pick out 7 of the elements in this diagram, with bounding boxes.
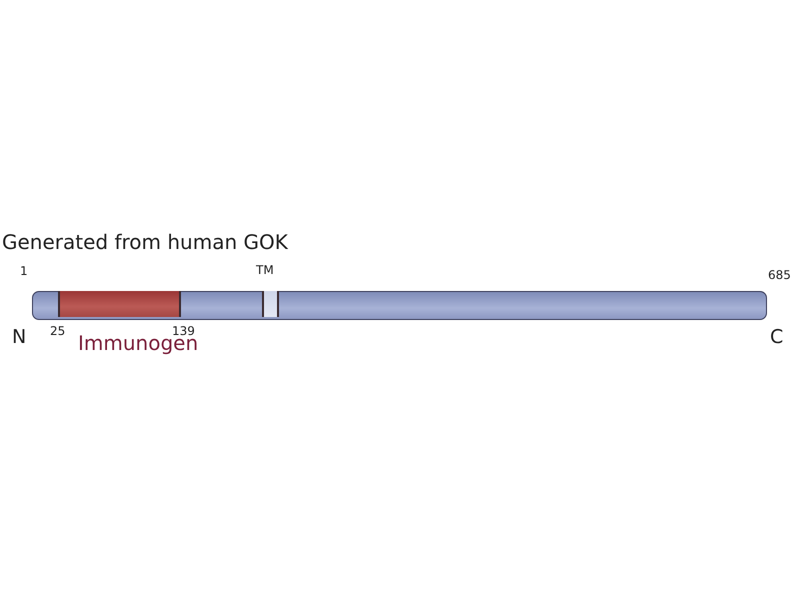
- title: Generated from human GOK: [2, 230, 288, 254]
- terminus-label: C: [770, 326, 784, 348]
- domain-label: TM: [256, 263, 274, 277]
- position-number: 685: [768, 268, 791, 282]
- position-number: 1: [20, 264, 28, 278]
- position-number: 25: [50, 324, 66, 338]
- terminus-label: N: [12, 326, 26, 348]
